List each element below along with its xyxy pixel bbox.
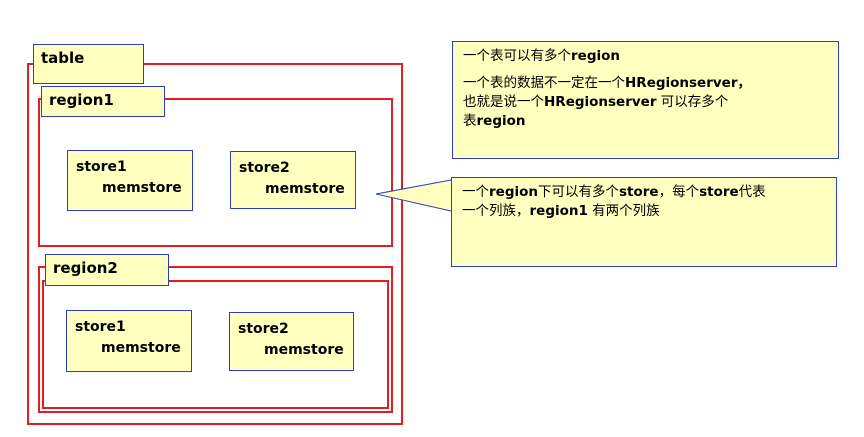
note2-line1: 一个region下可以有多个store，每个store代表	[462, 184, 766, 200]
note1-line4: 表region	[463, 113, 526, 129]
memstore-label: memstore	[264, 342, 344, 358]
note1-line2: 一个表的数据不一定在一个HRegionserver，	[463, 75, 751, 91]
store-name: store2	[239, 160, 290, 176]
memstore-label: memstore	[101, 340, 181, 356]
region2-border	[38, 266, 393, 413]
region1-border	[38, 98, 393, 247]
note2-line2: 一个列族，region1 有两个列族	[462, 203, 660, 219]
region2-store2: store2 memstore	[229, 312, 354, 371]
memstore-label: memstore	[102, 180, 182, 196]
table-outer-border	[27, 63, 403, 425]
region1-store1: store1 memstore	[67, 150, 193, 211]
note1-line1: 一个表可以有多个region	[463, 48, 620, 64]
store-name: store2	[238, 321, 289, 337]
region2-store1: store1 memstore	[66, 310, 192, 372]
region2-inner-border	[42, 280, 389, 409]
region1-label: region1	[41, 86, 165, 117]
store-name: store1	[76, 159, 127, 175]
table-label: table	[33, 44, 144, 84]
region1-store2: store2 memstore	[230, 151, 356, 209]
store-name: store1	[75, 319, 126, 335]
note1-line3: 也就是说一个HRegionserver 可以存多个	[463, 94, 729, 110]
note-region-stores: 一个region下可以有多个store，每个store代表 一个列族，regio…	[451, 177, 837, 267]
region2-label: region2	[45, 254, 169, 286]
memstore-label: memstore	[265, 181, 345, 197]
note-table-regions: 一个表可以有多个region 一个表的数据不一定在一个HRegionserver…	[452, 41, 839, 159]
